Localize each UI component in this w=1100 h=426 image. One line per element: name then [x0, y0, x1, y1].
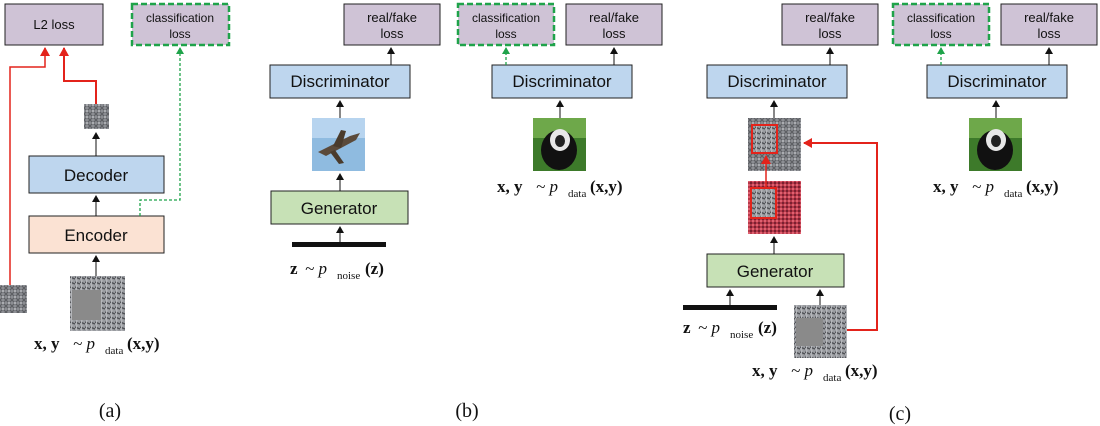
panel-label-b: (b)	[455, 400, 478, 422]
cls-loss-line2-a: loss	[169, 27, 190, 41]
math-z-b: z	[290, 259, 298, 278]
math-noise-c: z ~ p noise (z)	[683, 318, 777, 341]
math-tilde-c: ~ p	[791, 361, 813, 380]
cls-loss-line1-a: classification	[146, 11, 214, 25]
real-fake-loss-box-b1: real/fake loss	[343, 3, 441, 46]
math-data-b: x, y ~ p data (x,y)	[497, 177, 623, 200]
math2-xy-c: x, y	[933, 177, 959, 196]
real-monkey-image-b	[533, 118, 586, 171]
real-fake-loss-box-c1: real/fake loss	[781, 3, 879, 46]
generator-box-b: Generator	[270, 190, 409, 225]
red-arrow-recon-a	[59, 47, 97, 104]
math-noise-sub-c: noise	[730, 329, 753, 341]
decoder-label: Decoder	[64, 166, 129, 185]
math-data-c: x, y ~ p data (x,y)	[752, 361, 878, 384]
math-data-a: x, y ~ p data (x,y)	[34, 334, 160, 357]
math-noise-arg-c: (z)	[758, 318, 777, 337]
math-sub-b: data	[568, 188, 586, 200]
generator-label-b: Generator	[301, 199, 378, 218]
math-data-c2: x, y ~ p data (x,y)	[933, 177, 1059, 200]
math2-arg-c: (x,y)	[1026, 177, 1059, 196]
panel-label-a: (a)	[99, 400, 121, 422]
math-noise-b: z ~ p noise (z)	[290, 259, 384, 282]
math-arg-c: (x,y)	[845, 361, 878, 380]
panel-a: L2 loss classification loss Decoder Enco…	[0, 2, 231, 422]
rf-line1-b2: real/fake	[589, 10, 639, 25]
green-dashed-arrow-a	[139, 47, 184, 216]
noise-bar-c	[683, 305, 777, 310]
red-arrow-context-c	[803, 138, 878, 331]
discriminator-label-b1: Discriminator	[290, 72, 390, 91]
rf-line2-c2: loss	[1037, 26, 1061, 41]
math-xy-b: x, y	[497, 177, 523, 196]
noise-bar-b	[292, 242, 386, 247]
math-sub-a: data	[105, 345, 123, 357]
rf-line2-b2: loss	[602, 26, 626, 41]
red-arrow-input-a	[9, 47, 50, 285]
masked-input-image-a	[70, 276, 125, 331]
math-sub-c: data	[823, 372, 841, 384]
rf-line2-b1: loss	[380, 26, 404, 41]
discriminator-box-b2: Discriminator	[491, 64, 633, 99]
math-tilde-b: ~ p	[536, 177, 558, 196]
generator-box-c: Generator	[706, 253, 845, 288]
masked-input-image-c	[794, 305, 847, 358]
l2-loss-box: L2 loss	[4, 3, 104, 46]
math2-tilde-c: ~ p	[972, 177, 994, 196]
real-fake-loss-box-b2: real/fake loss	[565, 3, 663, 46]
real-fake-loss-box-c2: real/fake loss	[1000, 3, 1098, 46]
generator-label-c: Generator	[737, 262, 814, 281]
discriminator-label-c2: Discriminator	[947, 72, 1047, 91]
math-noise-tilde-b: ~ p	[305, 259, 327, 278]
rf-line2-c1: loss	[818, 26, 842, 41]
cls-loss-line2-c: loss	[930, 27, 951, 41]
encoder-label: Encoder	[64, 226, 128, 245]
math-xy-c: x, y	[752, 361, 778, 380]
discriminator-box-c2: Discriminator	[926, 64, 1068, 99]
decoder-box: Decoder	[28, 155, 165, 194]
discriminator-box-b1: Discriminator	[269, 64, 411, 99]
math-noise-arg-b: (z)	[365, 259, 384, 278]
reconstructed-image-a	[84, 104, 109, 129]
encoder-box: Encoder	[28, 215, 165, 254]
cls-loss-line1-b: classification	[472, 11, 540, 25]
cls-loss-line1-c: classification	[907, 11, 975, 25]
panel-label-c: (c)	[889, 403, 911, 425]
classification-loss-box-c: classification loss	[891, 2, 991, 47]
panel-b: real/fake loss Discriminator Generator z	[269, 2, 663, 422]
math-xy-a: x, y	[34, 334, 60, 353]
panel-c: real/fake loss Discriminator Generator	[683, 2, 1098, 425]
composed-image-c	[748, 118, 801, 171]
generated-airplane-image	[312, 118, 365, 171]
discriminator-label-b2: Discriminator	[512, 72, 612, 91]
classification-loss-box-a: classification loss	[130, 2, 231, 47]
math-arg-b: (x,y)	[590, 177, 623, 196]
original-crop-a	[0, 285, 27, 313]
math-arg-a: (x,y)	[127, 334, 160, 353]
math-z-c: z	[683, 318, 691, 337]
generated-patch-image-c	[748, 181, 801, 234]
rf-line1-c1: real/fake	[805, 10, 855, 25]
rf-line1-b1: real/fake	[367, 10, 417, 25]
cls-loss-line2-b: loss	[495, 27, 516, 41]
math-noise-tilde-c: ~ p	[698, 318, 720, 337]
math2-sub-c: data	[1004, 188, 1022, 200]
math-noise-sub-b: noise	[337, 270, 360, 282]
discriminator-label-c1: Discriminator	[727, 72, 827, 91]
real-monkey-image-c	[969, 118, 1022, 171]
l2-loss-label: L2 loss	[33, 17, 75, 32]
math-tilde-a: ~ p	[73, 334, 95, 353]
classification-loss-box-b: classification loss	[456, 2, 556, 47]
discriminator-box-c1: Discriminator	[706, 64, 848, 99]
rf-line1-c2: real/fake	[1024, 10, 1074, 25]
